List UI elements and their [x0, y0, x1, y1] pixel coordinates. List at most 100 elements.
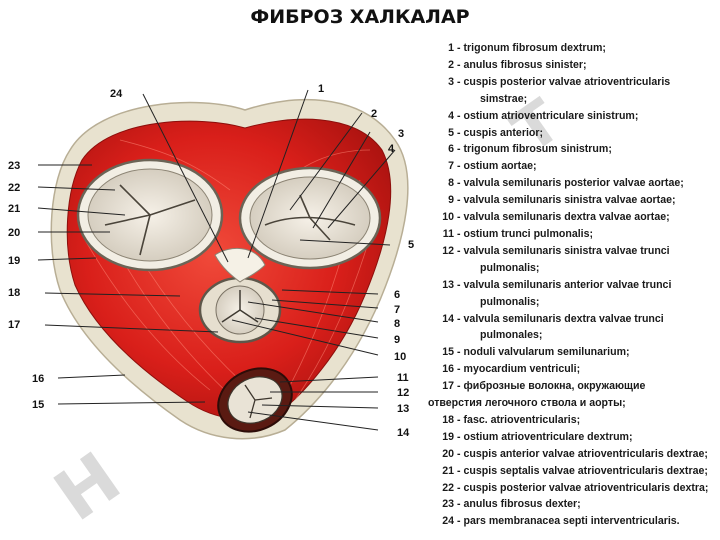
legend-text: trigonum fibrosum sinistrum;: [463, 143, 612, 156]
legend-item: 18-fasc. atrioventricularis;: [428, 412, 720, 429]
callout-23: 23: [8, 160, 20, 172]
legend-item: 10-valvula semilunaris dextra valvae aor…: [428, 209, 720, 226]
legend-text: anulus fibrosus dexter;: [463, 498, 581, 511]
callout-19: 19: [8, 255, 20, 267]
legend-separator: -: [457, 447, 461, 460]
legend-separator: -: [457, 346, 461, 359]
legend-item: 20-cuspis anterior valvae atrioventricul…: [428, 446, 720, 463]
legend-item: 24-pars membranacea septi interventricul…: [428, 513, 720, 530]
legend-separator: -: [457, 126, 461, 139]
legend-text: valvula semilunaris dextra valvae aortae…: [463, 211, 670, 224]
legend-separator: -: [457, 278, 461, 291]
callout-11: 11: [397, 372, 409, 384]
legend-text: valvula semilunaris posterior valvae aor…: [463, 177, 684, 190]
legend-number: 17: [442, 380, 454, 393]
callout-16: 16: [32, 373, 44, 385]
legend-item: 3-cuspis posterior valvae atrioventricul…: [428, 74, 720, 91]
legend-separator: -: [457, 227, 461, 240]
legend-number: 9: [448, 194, 454, 207]
legend-number: 1: [448, 42, 454, 54]
legend-separator: -: [457, 481, 461, 494]
legend-number: 5: [448, 126, 454, 139]
legend-separator: -: [457, 363, 461, 376]
legend-text: valvula semilunaris sinistra valvae trun…: [463, 244, 670, 257]
legend-text: cuspis anterior;: [463, 126, 544, 139]
callout-1: 1: [318, 83, 324, 95]
callout-6: 6: [394, 289, 400, 301]
callout-4: 4: [388, 143, 395, 155]
legend-continuation: pulmonales;: [480, 329, 543, 342]
aortic-valve-lines: [221, 290, 259, 323]
legend-separator: -: [457, 498, 461, 511]
legend-separator: -: [457, 109, 461, 122]
legend-text: ostium atrioventriculare sinistrum;: [463, 109, 639, 122]
callout-12: 12: [397, 387, 409, 399]
leader-lines: [37, 89, 396, 431]
legend-number: 6: [448, 143, 454, 156]
legend-text: cuspis septalis valvae atrioventriculari…: [463, 464, 708, 477]
legend-item: 14-valvula semilunaris dextra valvae tru…: [428, 311, 720, 328]
callout-22: 22: [8, 182, 20, 194]
legend-separator: -: [457, 211, 461, 224]
legend-text: trigonum fibrosum dextrum;: [463, 42, 606, 54]
legend-number: 23: [442, 498, 454, 511]
legend-separator: -: [457, 515, 461, 528]
legend-number: 10: [442, 211, 454, 224]
legend-separator: -: [457, 194, 461, 207]
legend-text: pars membranacea septi interventriculari…: [463, 515, 680, 528]
legend-item: 2-anulus fibrosus sinister;: [428, 57, 720, 74]
callout-13: 13: [397, 403, 409, 415]
legend-continuation: simstrae;: [480, 92, 528, 105]
callout-21: 21: [8, 203, 20, 215]
callout-10: 10: [394, 351, 406, 363]
mitral-valve-lines: [264, 194, 356, 241]
legend-separator: -: [457, 160, 461, 173]
legend-text: valvula semilunaris dextra valvae trunci: [463, 312, 664, 325]
legend-separator: -: [457, 75, 461, 88]
legend-number: 15: [442, 346, 454, 359]
legend-number: 14: [442, 312, 454, 325]
legend-separator: -: [457, 58, 461, 71]
callout-7: 7: [394, 304, 400, 316]
legend-item: 8-valvula semilunaris posterior valvae a…: [428, 175, 720, 192]
legend-number: 12: [442, 244, 454, 257]
callout-5: 5: [408, 239, 414, 251]
legend-continuation: отверстия легочного ствола и аорты;: [428, 397, 626, 410]
legend-item: 15-noduli valvularum semilunarium;: [428, 344, 720, 361]
legend-number: 11: [442, 227, 454, 240]
legend-item: 4-ostium atrioventriculare sinistrum;: [428, 108, 720, 125]
legend-continuation: pulmonalis;: [480, 295, 540, 308]
legend-text: ostium atrioventriculare dextrum;: [463, 430, 633, 443]
legend-separator: -: [457, 380, 461, 393]
legend-number: 3: [448, 75, 454, 88]
legend-separator: -: [457, 312, 461, 325]
legend-separator: -: [457, 244, 461, 257]
legend-number: 18: [442, 413, 454, 426]
legend-text: ostium trunci pulmonalis;: [463, 227, 594, 240]
heart-fibrous-skeleton-illustration: 1 2 3 4 5 6 7 8 9 10 11 12 13 14 15 16 1…: [8, 83, 414, 440]
legend-number: 13: [442, 278, 454, 291]
callout-17: 17: [8, 319, 20, 331]
legend-item: 11-ostium trunci pulmonalis;: [428, 226, 720, 243]
callout-2: 2: [371, 108, 377, 120]
legend-number: 24: [442, 515, 454, 528]
legend-separator: -: [457, 430, 461, 443]
legend-separator: -: [457, 464, 461, 477]
legend-item: 23-anulus fibrosus dexter;: [428, 496, 720, 513]
legend-number: 16: [442, 363, 454, 376]
legend-number: 2: [448, 58, 454, 71]
legend-number: 22: [442, 481, 454, 494]
legend-item: 6-trigonum fibrosum sinistrum;: [428, 141, 720, 158]
callout-numbers: 1 2 3 4 5 6 7 8 9 10 11 12 13 14 15 16 1…: [8, 83, 414, 439]
legend-item: 12-valvula semilunaris sinistra valvae t…: [428, 243, 720, 260]
callout-24: 24: [110, 88, 123, 100]
legend-item: 19-ostium atrioventriculare dextrum;: [428, 429, 720, 446]
callout-9: 9: [394, 334, 400, 346]
legend-item: 16-myocardium ventriculi;: [428, 361, 720, 378]
legend-text: valvula semilunaris anterior valvae trun…: [463, 278, 672, 291]
legend-text: myocardium ventriculi;: [463, 363, 581, 376]
legend-text: cuspis anterior valvae atrioventriculari…: [463, 447, 708, 460]
trigonum-fibrosum: [214, 247, 266, 283]
legend-item: 5-cuspis anterior;: [428, 125, 720, 142]
legend-number: 19: [442, 430, 454, 443]
